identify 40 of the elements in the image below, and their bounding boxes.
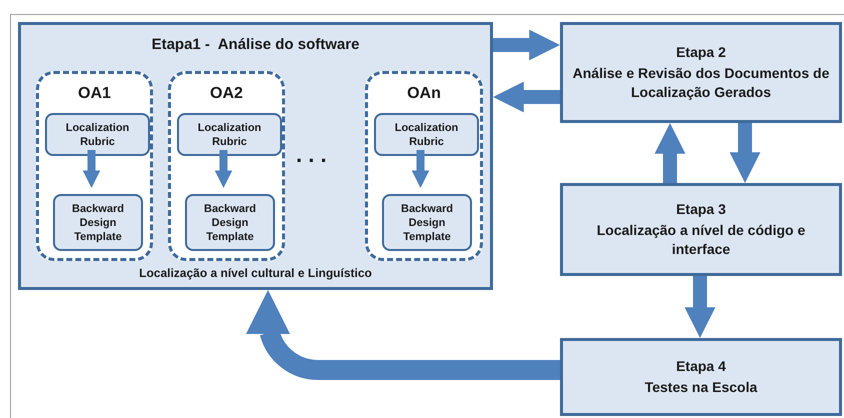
box-label: Backward Design Template [71,202,125,244]
step-title: Etapa 3 [676,200,726,219]
object-title: OA2 [209,86,244,102]
process-box [382,194,472,251]
block-arrow [82,150,100,188]
block-arrow [730,123,760,183]
box-label: Backward Design Template [203,202,257,244]
object-panel [168,71,285,261]
object-title: OAn [406,86,442,102]
stage-title: Etapa1 - Análise do software [150,35,360,55]
box-label: Localization Rubric [196,120,262,148]
step-description: Análise e Revisão dos Documentos de Localização Gerados [572,64,830,102]
box-label: Backward Design Template [400,202,454,244]
object-panel [365,71,483,261]
object-title: OA1 [77,86,112,102]
process-box [53,194,143,251]
block-arrow [684,276,716,338]
box-label: Localization Rubric [394,120,460,148]
process-box [45,113,150,156]
stage-footer: Localização a nível cultural e Linguístico [21,264,490,282]
step-title: Etapa 2 [676,43,726,62]
step-description: Localização a nível de código e interface [596,221,806,259]
stage-panel [18,22,493,290]
process-box [374,113,479,156]
step-title: Etapa 4 [676,357,726,376]
process-box [177,113,282,156]
block-arrow [493,30,560,60]
process-box [560,338,842,416]
process-box [560,183,842,276]
process-box [185,194,275,251]
block-arrow [654,123,686,183]
block-arrow [412,150,430,188]
block-arrow [493,82,560,112]
block-arrow [246,290,560,380]
block-arrow [214,150,232,188]
step-description: Testes na Escola [644,378,758,397]
ellipsis-label: . . . [296,141,327,169]
process-box [560,22,842,123]
box-label: Localization Rubric [64,120,130,148]
object-panel [36,71,153,261]
